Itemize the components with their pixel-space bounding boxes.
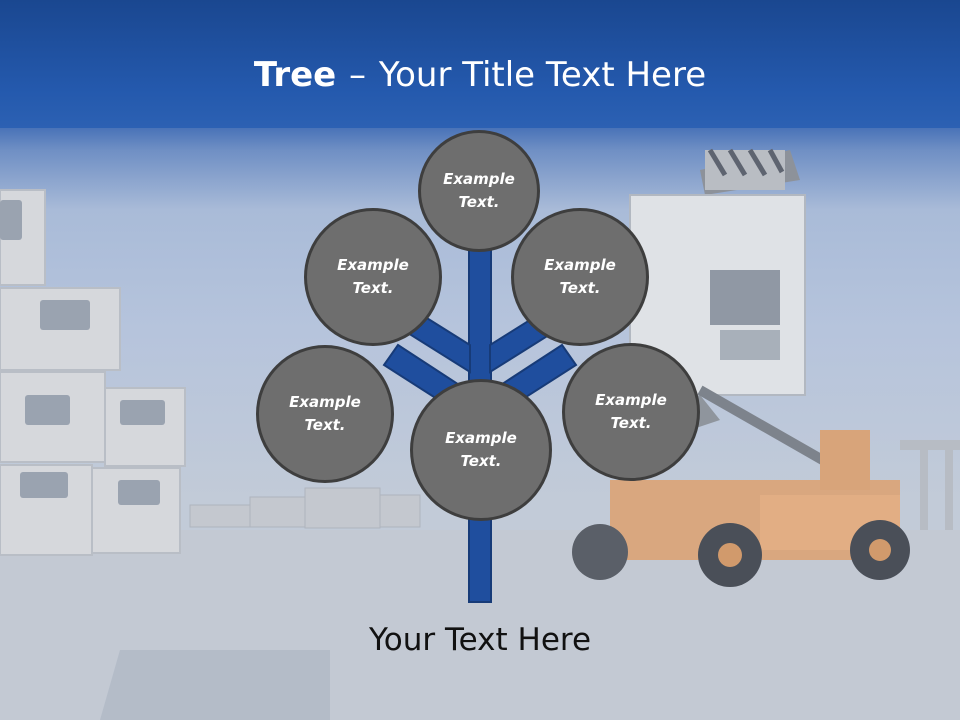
node-label: Example Text. [443, 170, 515, 211]
node-upper-right: Example Text. [511, 208, 649, 346]
node-lower-left: Example Text. [256, 345, 394, 483]
node-center: Example Text. [410, 379, 552, 521]
node-lower-right: Example Text. [562, 343, 700, 481]
node-label: Example Text. [337, 256, 409, 297]
title-bold: Tree [253, 55, 337, 95]
node-label: Example Text. [595, 391, 667, 432]
reach-stacker [572, 430, 910, 587]
title-separator: – [338, 55, 377, 95]
node-label: Example Text. [289, 393, 361, 434]
title-band [0, 0, 960, 128]
node-label: Example Text. [544, 256, 616, 297]
bottom-text: Your Text Here [368, 622, 592, 658]
slide-title: Tree – Your Title Text Here [0, 52, 960, 98]
title-rest: Your Title Text Here [378, 55, 707, 95]
node-upper-left: Example Text. [304, 208, 442, 346]
node-label: Example Text. [445, 429, 517, 470]
node-top: Example Text. [418, 130, 540, 252]
